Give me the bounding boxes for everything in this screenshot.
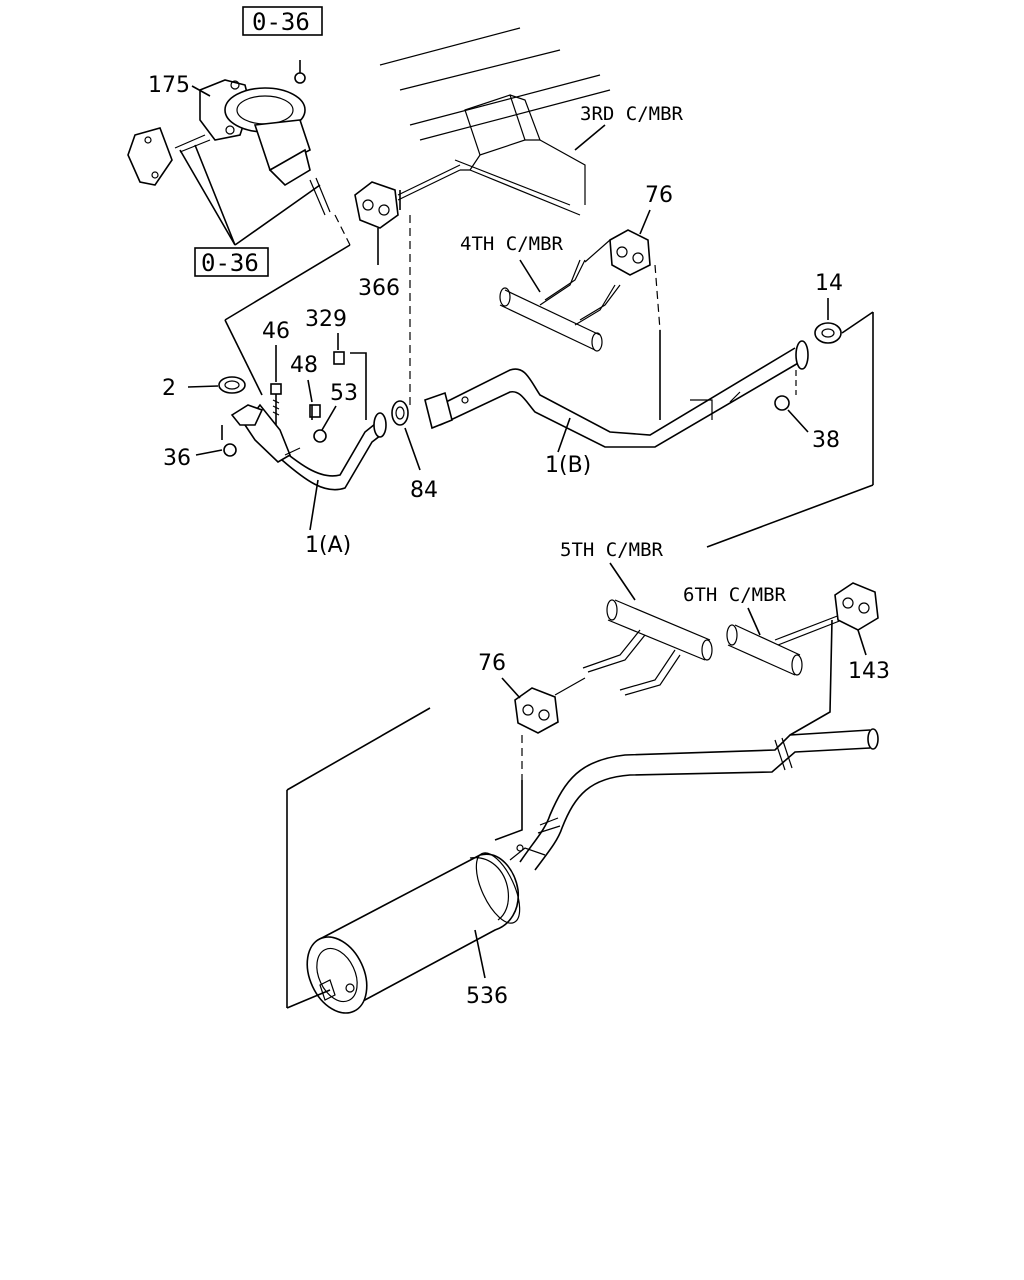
gasket-2 — [218, 376, 246, 394]
callout-38: 38 — [812, 428, 840, 453]
callout-536: 536 — [466, 984, 508, 1009]
hanger-rubber-76-top — [609, 229, 651, 276]
hanger-rubber-76-bottom — [514, 677, 586, 734]
hanger-rubber-366 — [354, 164, 461, 229]
member-label-3rd: 3RD C/MBR — [580, 103, 684, 125]
ref-box-top — [242, 6, 323, 36]
frame-rail-3rd-crossmember — [379, 27, 611, 216]
crossmember-4th — [499, 239, 621, 352]
callout-76-bottom: 76 — [478, 651, 506, 676]
front-pipe-1a — [230, 403, 387, 491]
callout-48: 48 — [290, 353, 318, 378]
callout-143: 143 — [848, 659, 890, 684]
callout-14: 14 — [815, 271, 843, 296]
stud-48 — [309, 404, 321, 420]
ref-box-left — [194, 247, 269, 277]
ref-label-top: 0-36 — [252, 8, 310, 36]
gasket-14 — [814, 322, 842, 344]
member-label-4th: 4TH C/MBR — [460, 233, 564, 255]
tail-pipe — [519, 728, 879, 871]
member-label-6th: 6TH C/MBR — [683, 584, 787, 606]
callout-46: 46 — [262, 319, 290, 344]
nut-36 — [223, 443, 237, 457]
callout-2: 2 — [162, 376, 176, 401]
crossmember-6th — [726, 614, 843, 676]
callout-53: 53 — [330, 381, 358, 406]
center-pipe-1b — [424, 340, 809, 448]
gasket-84 — [391, 400, 409, 426]
catalytic-converter — [127, 60, 331, 216]
callout-329: 329 — [305, 307, 347, 332]
callout-36: 36 — [163, 446, 191, 471]
callout-366: 366 — [358, 276, 400, 301]
nut-53 — [313, 429, 327, 443]
member-label-5th: 5TH C/MBR — [560, 539, 664, 561]
callout-1a: 1(A) — [305, 533, 351, 558]
nut-329 — [333, 351, 345, 365]
hanger-rubber-143 — [834, 582, 879, 631]
nut-38 — [774, 395, 790, 411]
ref-label-left: 0-36 — [201, 249, 259, 277]
callout-1b: 1(B) — [545, 453, 591, 478]
callout-84: 84 — [410, 478, 438, 503]
callout-175: 175 — [148, 73, 190, 98]
crossmember-5th — [582, 599, 713, 696]
callout-76-top: 76 — [645, 183, 673, 208]
bolt-46 — [270, 383, 282, 425]
